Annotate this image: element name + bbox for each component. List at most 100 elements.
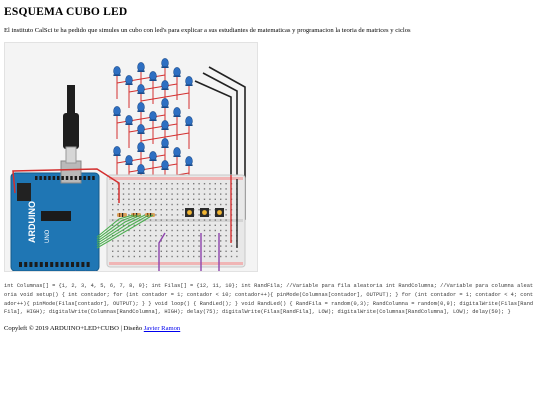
breadboard-hole: [214, 245, 216, 247]
breadboard-hole: [209, 255, 211, 258]
led-base: [185, 164, 193, 166]
breadboard-hole: [155, 198, 157, 200]
breadboard-hole: [160, 203, 162, 206]
usb-cable-plug: [63, 113, 79, 149]
led: [185, 116, 193, 126]
power-jack: [17, 183, 31, 201]
led-base: [173, 155, 181, 157]
breadboard-hole: [117, 245, 119, 247]
breadboard-hole: [203, 235, 206, 237]
led-base: [173, 115, 181, 117]
led: [161, 98, 169, 108]
breadboard-hole: [176, 235, 179, 237]
led: [125, 115, 133, 125]
breadboard-hole: [155, 250, 157, 252]
header-pin: [52, 176, 56, 180]
breadboard-hole: [139, 193, 141, 195]
breadboard-hole: [203, 193, 206, 195]
breadboard-hole: [220, 245, 222, 247]
breadboard-hole: [149, 229, 152, 232]
breadboard-hole: [193, 224, 195, 226]
breadboard-hole: [182, 250, 184, 252]
breadboard-hole: [176, 198, 179, 200]
breadboard-hole: [209, 209, 211, 211]
led: [137, 164, 145, 174]
breadboard-hole: [236, 255, 238, 258]
breadboard-hole: [182, 209, 184, 211]
breadboard-hole: [122, 188, 125, 190]
breadboard-hole: [122, 209, 125, 211]
breadboard-hole: [225, 188, 227, 190]
led: [149, 71, 157, 81]
breadboard-hole: [198, 240, 200, 242]
breadboard-hole: [128, 250, 130, 252]
breadboard-hole: [193, 188, 195, 190]
breadboard-hole: [214, 219, 216, 221]
header-pin: [39, 262, 43, 267]
breadboard-hole: [209, 240, 211, 242]
breadboard-hole: [166, 229, 168, 232]
breadboard-hole: [214, 229, 216, 232]
breadboard-hole: [225, 229, 227, 232]
author-link[interactable]: Javier Ramon: [143, 325, 181, 332]
green-signal-wire: [96, 214, 138, 240]
breadboard-hole: [155, 183, 157, 185]
breadboard-hole: [171, 209, 173, 211]
breadboard-hole: [112, 240, 114, 242]
breadboard-hole: [144, 235, 146, 237]
header-pin: [74, 176, 78, 180]
breadboard-hole: [198, 198, 200, 200]
breadboard-hole: [171, 188, 173, 190]
breadboard-hole: [187, 245, 189, 247]
breadboard-hole: [160, 250, 162, 252]
breadboard-hole: [198, 183, 200, 185]
breadboard-hole: [214, 240, 216, 242]
breadboard-hole: [139, 183, 141, 185]
led: [113, 66, 121, 76]
breadboard-hole: [182, 219, 184, 221]
led: [185, 156, 193, 166]
breadboard-hole: [166, 250, 168, 252]
breadboard-hole: [117, 198, 119, 200]
breadboard-hole: [203, 240, 206, 242]
breadboard-hole: [214, 235, 216, 237]
breadboard-hole: [209, 183, 211, 185]
resistor-band: [147, 213, 149, 217]
breadboard-hole: [171, 183, 173, 185]
led: [161, 120, 169, 130]
breadboard-hole: [198, 235, 200, 237]
led: [161, 138, 169, 148]
breadboard-hole: [133, 188, 135, 190]
led-base: [113, 74, 121, 76]
led-base: [125, 123, 133, 125]
header-pin: [87, 176, 91, 180]
breadboard-hole: [128, 245, 130, 247]
led: [173, 107, 181, 117]
breadboard-hole: [176, 250, 179, 252]
breadboard-hole: [160, 224, 162, 226]
green-signal-wire: [96, 214, 150, 247]
led: [161, 80, 169, 90]
cube-row-wire: [140, 96, 166, 102]
green-signal-wire: [96, 214, 142, 242]
breadboard-hole: [117, 209, 119, 211]
breadboard-hole: [176, 245, 179, 247]
breadboard-hole: [139, 209, 141, 211]
breadboard-hole: [203, 188, 206, 190]
led-base: [161, 106, 169, 108]
breadboard-hole: [171, 198, 173, 200]
breadboard-hole: [133, 240, 135, 242]
breadboard-hole: [155, 209, 157, 211]
breadboard-hole: [128, 188, 130, 190]
led: [161, 58, 169, 68]
breadboard-hole: [149, 255, 152, 258]
breadboard-hole: [203, 203, 206, 206]
breadboard-hole: [214, 198, 216, 200]
breadboard-hole: [117, 224, 119, 226]
breadboard-hole: [128, 198, 130, 200]
led: [185, 76, 193, 86]
breadboard-hole: [171, 193, 173, 195]
breadboard-hole: [133, 198, 135, 200]
led: [137, 124, 145, 134]
breadboard-hole: [155, 193, 157, 195]
